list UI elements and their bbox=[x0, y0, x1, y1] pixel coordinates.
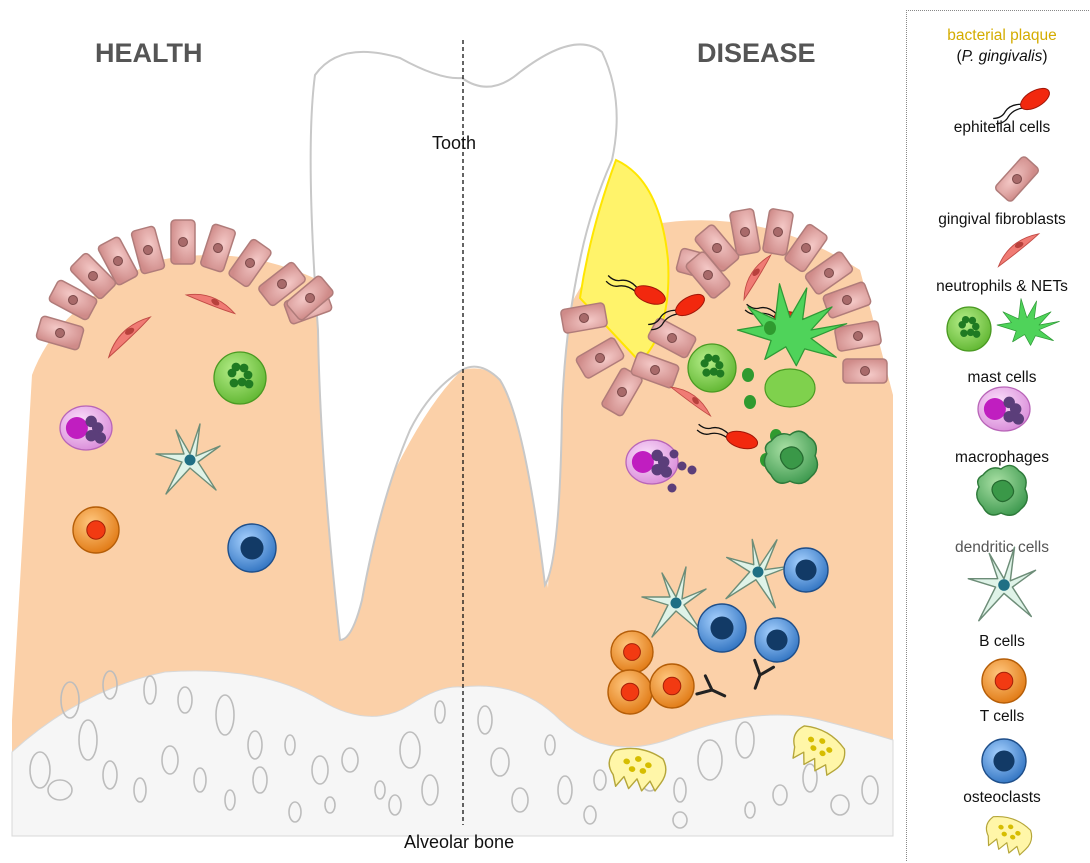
b-cell bbox=[982, 659, 1026, 703]
neutrophil-extracellular-trap bbox=[997, 299, 1059, 346]
periodontium-diagram bbox=[0, 0, 905, 863]
epithelial-cell bbox=[131, 226, 166, 275]
macrophage bbox=[977, 465, 1028, 515]
t-cell bbox=[784, 548, 828, 592]
neutrophil bbox=[947, 307, 991, 351]
granule bbox=[764, 321, 776, 335]
neutrophil bbox=[214, 352, 266, 404]
b-cell bbox=[608, 670, 652, 714]
granule bbox=[742, 368, 754, 382]
legend-icons bbox=[907, 11, 1090, 861]
legend-label-b-cells: B cells bbox=[907, 633, 1090, 651]
disease-heading: DISEASE bbox=[697, 38, 816, 69]
legend-label-macrophages: macrophages bbox=[907, 449, 1090, 467]
t-cell bbox=[755, 618, 799, 662]
epithelial-cell bbox=[994, 155, 1040, 202]
mast-cell bbox=[60, 406, 112, 450]
legend-label-dendritic: dendritic cells bbox=[907, 539, 1090, 557]
epithelial-cell bbox=[171, 220, 195, 264]
osteoclast bbox=[980, 811, 1035, 858]
legend-label-mast-cells: mast cells bbox=[907, 369, 1090, 387]
neutrophil-remnant bbox=[765, 369, 815, 407]
granule bbox=[744, 395, 756, 409]
t-cell bbox=[698, 604, 746, 652]
epithelial-cell bbox=[843, 359, 887, 383]
legend-label-osteoclasts: osteoclasts bbox=[907, 789, 1090, 807]
legend-label-t-cells: T cells bbox=[907, 708, 1090, 726]
dendritic-cell bbox=[968, 547, 1035, 621]
macrophage bbox=[764, 431, 817, 483]
b-cell bbox=[73, 507, 119, 553]
legend-label-fibroblasts: gingival fibroblasts bbox=[907, 211, 1090, 229]
legend-label-epithelial: ephitelial cells bbox=[907, 119, 1090, 137]
fibroblast bbox=[992, 232, 1044, 266]
legend-label-neutrophils: neutrophils & NETs bbox=[907, 278, 1090, 296]
t-cell bbox=[228, 524, 276, 572]
t-cell bbox=[982, 739, 1026, 783]
legend: bacterial plaque (P. gingivalis) ephitel… bbox=[906, 10, 1090, 861]
alveolar-bone-label: Alveolar bone bbox=[404, 832, 514, 853]
mast-cell bbox=[978, 387, 1030, 431]
b-cell bbox=[650, 664, 694, 708]
neutrophil bbox=[688, 344, 736, 392]
b-cell bbox=[611, 631, 653, 673]
health-heading: HEALTH bbox=[95, 38, 203, 69]
tooth-label: Tooth bbox=[432, 133, 476, 154]
